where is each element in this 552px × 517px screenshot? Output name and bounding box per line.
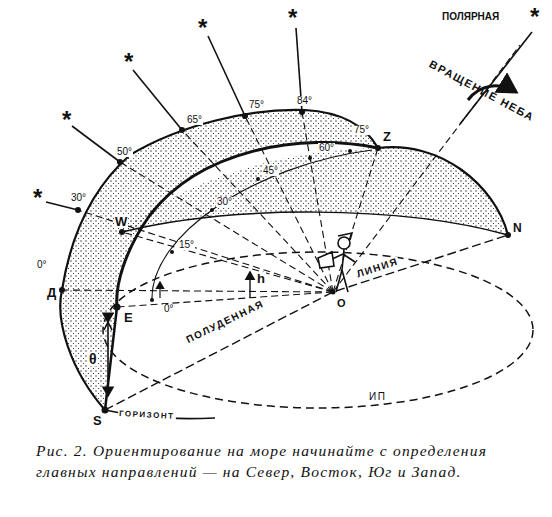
- degree-label: 75°: [353, 125, 370, 135]
- line-label: ЛИНИЯ: [354, 256, 400, 280]
- star-name: ПОЛЯРНАЯ: [442, 12, 499, 22]
- degree-label: 65°: [186, 115, 203, 125]
- degree-label: 30°: [70, 193, 87, 203]
- angle-letter: θ: [88, 352, 98, 366]
- degree-label: 0°: [36, 260, 48, 270]
- star-symbol: *: [124, 50, 133, 74]
- degree-label: 15°: [178, 240, 195, 250]
- degree-label: 45°: [262, 166, 279, 176]
- point-letter: Д: [46, 286, 57, 299]
- point-letter: N: [513, 222, 522, 234]
- degree-label: 75°: [248, 100, 265, 110]
- star-symbol: *: [62, 108, 71, 132]
- degree-label: 50°: [116, 147, 133, 157]
- point-letter: O: [336, 298, 347, 309]
- star-symbol: *: [530, 5, 539, 29]
- star-symbol: *: [33, 186, 42, 210]
- angle-letter: h: [256, 272, 266, 285]
- point-letter: Z: [382, 130, 392, 143]
- figure-caption: Рис. 2. Ориентирование на море начинайте…: [36, 440, 546, 482]
- point-letter: E: [123, 311, 134, 324]
- line-label: ИП: [368, 392, 387, 402]
- star-symbol: *: [198, 16, 207, 40]
- degree-label: 30°: [216, 197, 233, 207]
- point-letter: S: [92, 414, 103, 427]
- star-symbol: *: [288, 6, 297, 30]
- degree-label: 60°: [318, 143, 335, 153]
- line-label: ГОРИЗОНТ: [118, 410, 176, 421]
- rotation-note: ВРАЩЕНИЕ НЕБА: [427, 59, 536, 124]
- line-label: ПОЛУДЕННАЯ: [184, 298, 267, 345]
- degree-label: 84°: [296, 96, 313, 106]
- degree-label: 0°: [163, 304, 175, 314]
- point-letter: W: [114, 215, 128, 228]
